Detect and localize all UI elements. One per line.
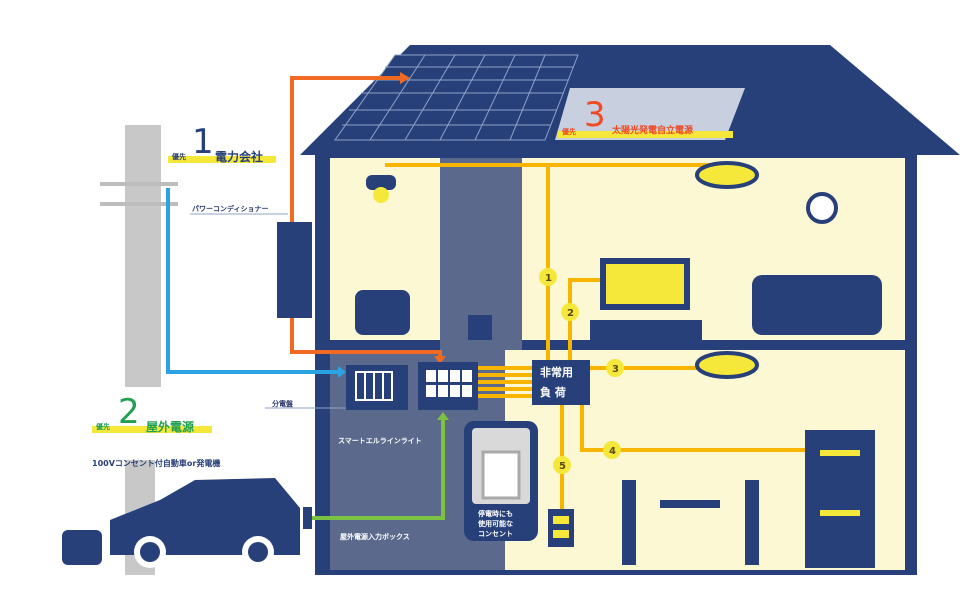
priority-1-prefix: 優先 — [172, 153, 186, 161]
outdoor-power-line — [312, 418, 445, 520]
emergency-circuits — [385, 163, 805, 510]
svg-text:5: 5 — [559, 461, 566, 472]
chair-icon — [622, 480, 636, 565]
priority-2-prefix: 優先 — [96, 423, 110, 431]
svg-text:4: 4 — [609, 446, 616, 457]
power-conditioner-label: パワーコンディショナー — [192, 205, 269, 213]
solar-line — [290, 76, 400, 222]
outdoor-box-label: 屋外電源入力ボックス — [340, 533, 410, 541]
grid-line — [166, 188, 340, 374]
ceiling-light-icon — [695, 351, 759, 379]
priority-3-number: 3 — [584, 95, 606, 135]
emergency-load-label-2: 負 荷 — [540, 386, 566, 399]
outlet-note: 停電時にも — [478, 510, 513, 518]
priority-1-name: 電力会社 — [215, 150, 264, 164]
svg-text:1: 1 — [545, 273, 552, 284]
emergency-load-label: 非常用 — [540, 366, 573, 379]
utility-pole — [125, 125, 161, 387]
power-conditioner — [277, 222, 312, 318]
pole-crossarm — [100, 202, 178, 206]
toilet-icon — [355, 290, 410, 335]
svg-text:3: 3 — [612, 364, 619, 375]
plant-icon — [468, 315, 492, 340]
conditioner-line — [290, 318, 442, 358]
generator-icon — [62, 530, 102, 565]
car-generator-label: 100Vコンセント付自動車or発電機 — [92, 459, 221, 468]
tv-stand — [590, 320, 702, 340]
outlet-note-2: 使用可能な — [478, 520, 513, 528]
svg-text:2: 2 — [567, 308, 574, 319]
pole-crossarm — [100, 182, 178, 186]
outlet-icon — [481, 450, 521, 500]
priority-2-number: 2 — [118, 392, 140, 432]
priority-3-label-panel — [555, 88, 745, 140]
distribution-board-label: 分電盤 — [272, 400, 293, 408]
circuit-numbers: 1 2 3 4 5 — [545, 273, 619, 472]
chair-icon — [745, 480, 759, 565]
circuit-markers — [539, 268, 624, 474]
pendant-lamp-icon — [366, 175, 396, 190]
priority-3-name: 太陽光発電自立電源 — [612, 126, 694, 136]
sofa-icon — [752, 275, 882, 335]
priority-2-name: 屋外電源 — [146, 420, 195, 434]
table-icon — [660, 500, 720, 508]
car-icon — [110, 478, 300, 555]
outlet-note-3: コンセント — [478, 530, 513, 538]
solar-panel — [334, 54, 579, 141]
priority-3-prefix: 優先 — [562, 128, 576, 136]
priority-1-number: 1 — [192, 122, 214, 162]
clock-icon — [806, 192, 838, 224]
emergency-load-panel — [532, 360, 590, 405]
outdoor-input-box — [303, 507, 312, 529]
ceiling-light-icon — [695, 161, 759, 189]
smart-line-label: スマートエルラインライト — [338, 437, 422, 445]
